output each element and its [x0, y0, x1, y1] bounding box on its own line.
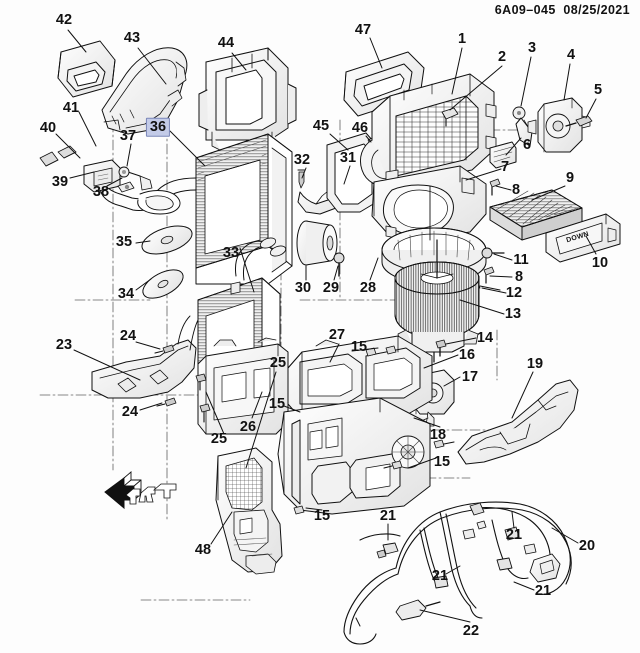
callout-36-selected[interactable]: 36: [145, 117, 171, 137]
callout-32[interactable]: 32: [293, 151, 311, 168]
callout-10[interactable]: 10: [591, 254, 609, 271]
callout-5[interactable]: 5: [593, 81, 603, 98]
callout-15[interactable]: 15: [313, 507, 331, 524]
callout-1[interactable]: 1: [457, 30, 467, 47]
callout-31[interactable]: 31: [339, 149, 357, 166]
callout-37[interactable]: 37: [119, 127, 137, 144]
callout-12[interactable]: 12: [505, 284, 523, 301]
callout-4[interactable]: 4: [566, 46, 576, 63]
callout-29[interactable]: 29: [322, 279, 340, 296]
callout-21[interactable]: 21: [431, 567, 449, 584]
callout-15[interactable]: 15: [433, 453, 451, 470]
callout-9[interactable]: 9: [565, 169, 575, 186]
callout-13[interactable]: 13: [504, 305, 522, 322]
callout-25[interactable]: 25: [269, 354, 287, 371]
callout-38[interactable]: 38: [92, 183, 110, 200]
callout-3[interactable]: 3: [527, 39, 537, 56]
callout-15[interactable]: 15: [268, 395, 286, 412]
callout-47[interactable]: 47: [354, 21, 372, 38]
callout-21[interactable]: 21: [379, 507, 397, 524]
callout-44[interactable]: 44: [217, 34, 235, 51]
callout-39[interactable]: 39: [51, 173, 69, 190]
callout-23[interactable]: 23: [55, 336, 73, 353]
callout-18[interactable]: 18: [429, 426, 447, 443]
callout-30[interactable]: 30: [294, 279, 312, 296]
callout-2[interactable]: 2: [497, 48, 507, 65]
callout-15[interactable]: 15: [350, 338, 368, 355]
callout-21[interactable]: 21: [505, 526, 523, 543]
callout-21[interactable]: 21: [534, 582, 552, 599]
callout-17[interactable]: 17: [461, 368, 479, 385]
callout-27[interactable]: 27: [328, 326, 346, 343]
callout-33[interactable]: 33: [222, 244, 240, 261]
callout-35[interactable]: 35: [115, 233, 133, 250]
callout-24[interactable]: 24: [119, 327, 137, 344]
callout-11[interactable]: 11: [513, 251, 529, 268]
callout-6[interactable]: 6: [522, 136, 532, 153]
callout-26[interactable]: 26: [239, 418, 257, 435]
callout-46[interactable]: 46: [351, 119, 369, 136]
callout-43[interactable]: 43: [123, 29, 141, 46]
front-direction-arrow: [104, 471, 177, 510]
callout-28[interactable]: 28: [359, 279, 377, 296]
callout-25[interactable]: 25: [210, 430, 228, 447]
callout-41[interactable]: 41: [62, 99, 80, 116]
drawing-header-text: 6A09–045 08/25/2021: [494, 3, 630, 17]
callout-8[interactable]: 8: [514, 268, 524, 285]
callout-40[interactable]: 40: [39, 119, 57, 136]
callout-16[interactable]: 16: [458, 346, 476, 363]
callout-8[interactable]: 8: [511, 181, 521, 198]
callout-48[interactable]: 48: [194, 541, 212, 558]
callout-19[interactable]: 19: [526, 355, 544, 372]
callout-34[interactable]: 34: [117, 285, 135, 302]
callout-24[interactable]: 24: [121, 403, 139, 420]
callout-42[interactable]: 42: [55, 11, 73, 28]
callout-20[interactable]: 20: [578, 537, 596, 554]
callout-7[interactable]: 7: [500, 158, 510, 175]
callout-22[interactable]: 22: [462, 622, 480, 639]
callout-14[interactable]: 14: [476, 329, 494, 346]
callout-45[interactable]: 45: [312, 117, 330, 134]
